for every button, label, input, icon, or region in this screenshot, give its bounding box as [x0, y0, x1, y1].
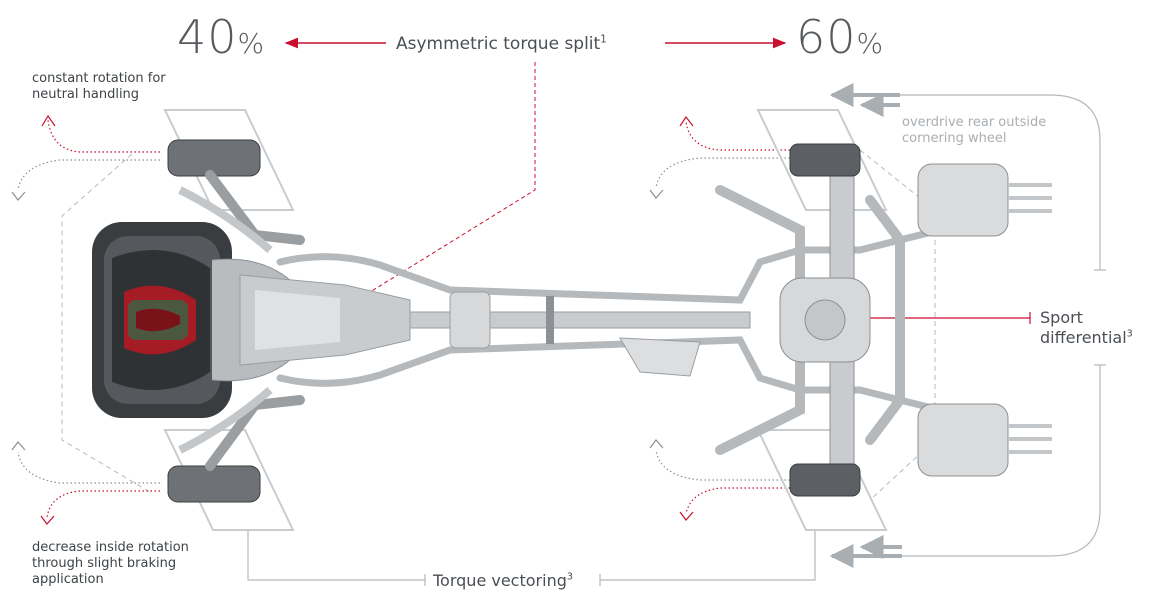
differential-crown [804, 299, 846, 341]
rear-top-note-line: cornering wheel [902, 131, 1007, 146]
prop-shaft-tube [409, 311, 751, 329]
front-link-top [178, 186, 273, 254]
front-upper-arm [205, 170, 305, 245]
front-bottom-note-line: decrease inside rotation [32, 540, 189, 555]
rear-subframe-brace [865, 195, 905, 445]
gearbox-detail [255, 290, 340, 350]
exhaust-lower [276, 336, 944, 414]
rear-subframe [715, 143, 905, 497]
vectoring-left-line [247, 530, 425, 581]
torque-split-text: Asymmetric torque split [396, 34, 601, 54]
front-left-hub [167, 139, 261, 177]
rear-top-note: overdrive rear outside cornering wheel [902, 115, 1046, 147]
torque-vectoring-label: Torque vectoring3 [433, 571, 573, 590]
torque-split-footnote: 1 [600, 34, 607, 46]
front-suspension [167, 139, 305, 503]
front-left-wheel-outline [163, 109, 295, 211]
torque-split-arrows [284, 37, 787, 321]
front-right-up-arrow [17, 451, 160, 484]
front-top-note-line: constant rotation for [32, 71, 166, 86]
front-frame-outline [61, 153, 151, 493]
rear-frame-outline [859, 149, 936, 501]
rotation-arrows [11, 114, 790, 525]
right-tailpipes [1008, 424, 1052, 454]
sport-differential-footnote: 3 [1126, 328, 1133, 340]
rear-torque-percentage: 60% [796, 10, 883, 64]
front-torque-percentage: 40% [177, 10, 264, 64]
rear-left-up-arrow [685, 121, 790, 151]
gearbox [239, 274, 411, 366]
rear-right-down-arrow [685, 487, 790, 515]
torque-vectoring-text: Torque vectoring [433, 571, 567, 590]
rear-top-note-line: overdrive rear outside [902, 115, 1047, 130]
front-link-bottom [178, 386, 273, 454]
front-left-down-arrow [17, 159, 160, 191]
engine [92, 222, 291, 418]
rear-torque-unit: % [856, 27, 884, 60]
engine-plenum [136, 308, 180, 332]
torque-vectoring-bracket [247, 530, 816, 586]
rear-torque-value: 60 [796, 10, 857, 64]
chevron-up-icon [649, 439, 664, 449]
exhaust-upper [276, 226, 944, 304]
sport-differential-label: Sport differential3 [1040, 308, 1133, 348]
rear-left-down-arrow [655, 157, 790, 189]
chevron-down-icon [11, 191, 26, 201]
chevron-down-icon [649, 189, 664, 199]
torque-split-label: Asymmetric torque split1 [396, 34, 607, 54]
sport-differential-line1: Sport [1040, 308, 1083, 327]
front-torque-value: 40 [177, 10, 238, 64]
front-top-note: constant rotation for neutral handling [32, 71, 166, 103]
rear-right-muffler [917, 403, 1009, 477]
front-right-hub [167, 465, 261, 503]
chevron-up-icon [41, 114, 56, 127]
front-torque-unit: % [237, 27, 265, 60]
torque-vectoring-footnote: 3 [566, 571, 573, 583]
front-bottom-note: decrease inside rotation through slight … [32, 540, 189, 588]
prop-shaft [409, 291, 751, 377]
front-left-up-arrow [47, 119, 160, 153]
rear-left-muffler [917, 163, 1009, 237]
front-bottom-note-line: application [32, 572, 104, 587]
overdrive-bracket [829, 83, 1106, 568]
rear-muffler [619, 337, 701, 377]
front-right-down-arrow [46, 490, 160, 519]
rear-wheel-outlines [756, 109, 888, 531]
chevron-down-icon [40, 515, 55, 525]
sport-differential-line2: differential [1040, 328, 1127, 347]
rear-right-hub [789, 463, 861, 497]
front-top-note-line: neutral handling [32, 87, 140, 102]
bracket-bottom-curve [900, 365, 1101, 557]
chevron-up-icon [11, 441, 26, 451]
chevron-down-icon [679, 511, 694, 521]
front-lower-arm [205, 395, 305, 471]
rear-mufflers [917, 163, 1052, 477]
chevron-up-icon [679, 115, 694, 127]
exhaust-pipes [276, 226, 944, 414]
rear-right-wheel-outline [756, 429, 888, 531]
front-bottom-note-line: through slight braking [32, 556, 177, 571]
left-tailpipes [1008, 183, 1052, 213]
gearbox-leader-line [327, 62, 536, 319]
rear-left-wheel-outline [756, 109, 888, 211]
shaft-bearing [546, 296, 554, 344]
center-muffler [449, 291, 491, 349]
bracket-top-curve [900, 94, 1101, 270]
rear-left-hub [789, 143, 861, 177]
vectoring-right-line [600, 530, 816, 581]
